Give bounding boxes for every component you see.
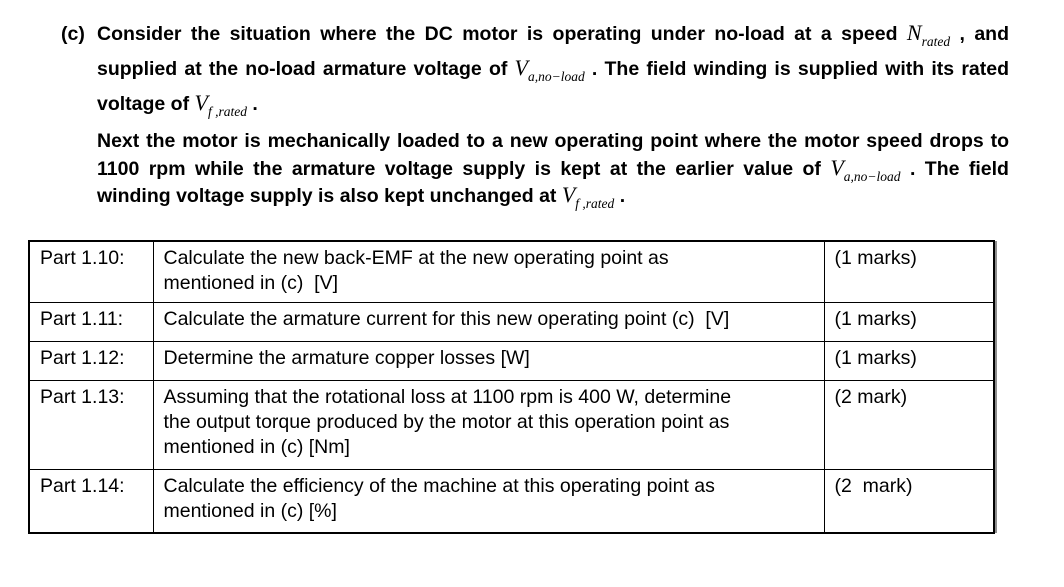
question-paragraphs: Consider the situation where the DC moto… <box>97 17 1009 211</box>
part-label-cell: Part 1.12: <box>28 340 154 381</box>
math-subscript: rated <box>921 34 951 49</box>
marks-cell: (2 mark) <box>823 468 995 534</box>
marks-cell: (1 marks) <box>823 301 995 342</box>
math-variable: Va,no−load <box>514 55 585 84</box>
math-subscript: a,no−load <box>527 69 585 84</box>
math-symbol: V <box>194 90 208 115</box>
marks-cell: (1 marks) <box>823 240 995 303</box>
math-symbol: V <box>514 55 528 80</box>
description-cell: Assuming that the rotational loss at 110… <box>152 379 825 470</box>
math-symbol: N <box>906 20 922 45</box>
math-subscript: f ,rated <box>575 196 615 211</box>
math-variable: Vf ,rated <box>194 90 247 119</box>
marks-table-body: Part 1.10:Calculate the new back-EMF at … <box>28 240 995 534</box>
text-run: , and supplied at the no-load armature v… <box>97 23 1009 80</box>
text-run: Next the motor is mechanically loaded to… <box>97 130 1009 180</box>
math-subscript: f ,rated <box>207 104 247 119</box>
table-row: Part 1.13:Assuming that the rotational l… <box>28 379 995 470</box>
text-run: . The field winding is supplied with its… <box>97 58 1009 115</box>
table-row: Part 1.11:Calculate the armature current… <box>28 301 995 342</box>
table-row: Part 1.14:Calculate the efficiency of th… <box>28 468 995 534</box>
description-cell: Determine the armature copper losses [W] <box>152 340 825 381</box>
math-subscript: a,no−load <box>843 168 901 184</box>
text-run: Consider the situation where the DC moto… <box>97 23 907 45</box>
question-paragraph: Next the motor is mechanically loaded to… <box>97 128 1009 211</box>
part-label-cell: Part 1.11: <box>28 301 154 342</box>
marks-cell: (1 marks) <box>823 340 995 381</box>
description-cell: Calculate the new back-EMF at the new op… <box>152 240 825 303</box>
table-row: Part 1.12:Determine the armature copper … <box>28 340 995 381</box>
math-variable: Va,no−load <box>830 154 900 183</box>
question-paragraph: Consider the situation where the DC moto… <box>97 17 1009 122</box>
text-run: . <box>246 93 258 115</box>
math-variable: Vf ,rated <box>561 182 614 211</box>
question-section: (c) Consider the situation where the DC … <box>61 17 1009 211</box>
description-cell: Calculate the efficiency of the machine … <box>152 468 825 534</box>
marks-cell: (2 mark) <box>823 379 995 470</box>
part-label-cell: Part 1.14: <box>28 468 154 534</box>
text-run: . The field winding voltage supply is al… <box>97 157 1009 208</box>
math-symbol: V <box>830 154 844 180</box>
question-label: (c) <box>61 23 85 45</box>
text-run: . <box>614 185 626 207</box>
marks-table: Part 1.10:Calculate the new back-EMF at … <box>28 240 995 534</box>
part-label-cell: Part 1.10: <box>28 240 154 303</box>
math-symbol: V <box>561 182 576 207</box>
description-cell: Calculate the armature current for this … <box>152 301 825 342</box>
math-variable: Nrated <box>906 20 950 49</box>
part-label-cell: Part 1.13: <box>28 379 154 470</box>
table-row: Part 1.10:Calculate the new back-EMF at … <box>28 240 995 303</box>
